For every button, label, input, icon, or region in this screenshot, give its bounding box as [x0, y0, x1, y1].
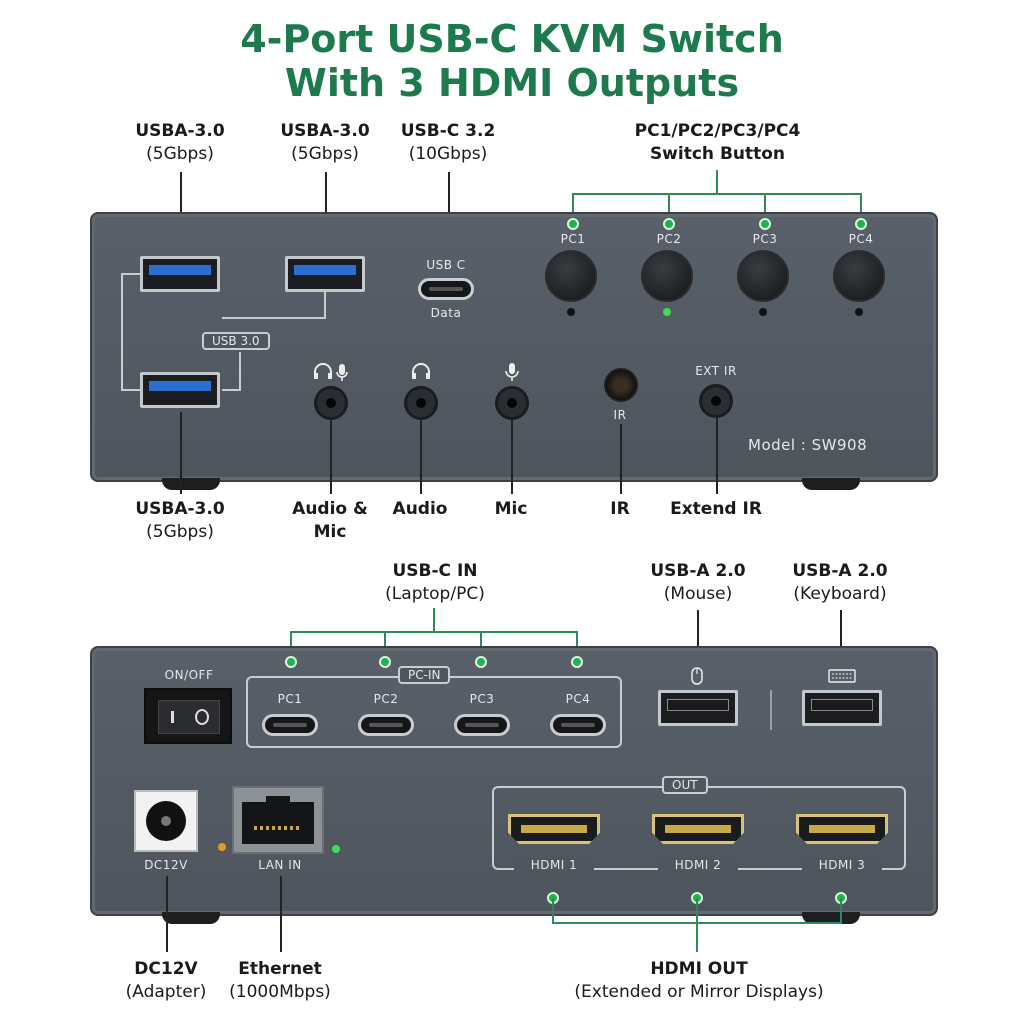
- headphones-icon: [412, 363, 430, 379]
- usbc-label: USB C: [426, 258, 466, 272]
- usb30-tag: USB 3.0: [202, 332, 270, 350]
- pc4-label: PC4: [848, 232, 874, 246]
- title-line1: 4-Port USB-C KVM Switch: [240, 17, 784, 61]
- label-audio-mic: Audio &Mic: [292, 499, 368, 542]
- lan-label: LAN IN: [258, 858, 302, 872]
- pc3-usbc-port[interactable]: [454, 714, 510, 736]
- pc4-button[interactable]: [833, 250, 885, 302]
- pc2-port-label: PC2: [373, 692, 399, 706]
- audio-jack[interactable]: [404, 386, 438, 420]
- lan-port[interactable]: [232, 786, 324, 854]
- label-extend-ir: Extend IR: [670, 499, 762, 519]
- usba-port-3[interactable]: [140, 372, 220, 408]
- keyboard-icon: [828, 669, 856, 683]
- keyboard-usb-port[interactable]: [802, 690, 882, 726]
- label-usba-2: USBA-3.0(5Gbps): [280, 121, 370, 164]
- pc1-label: PC1: [560, 232, 586, 246]
- mouse-usb-port[interactable]: [658, 690, 738, 726]
- pc2-label: PC2: [656, 232, 682, 246]
- pc4-usbc-port[interactable]: [550, 714, 606, 736]
- hdmi-3-label: HDMI 3: [802, 858, 882, 872]
- pc4-port-label: PC4: [565, 692, 591, 706]
- pc1-button[interactable]: [545, 250, 597, 302]
- label-ir: IR: [610, 499, 630, 519]
- label-ethernet: Ethernet(1000Mbps): [229, 959, 331, 1002]
- usb30-bracket: [121, 273, 140, 391]
- audio-mic-jack[interactable]: [314, 386, 348, 420]
- label-usba-3: USBA-3.0(5Gbps): [135, 499, 225, 542]
- label-usbc-in: USB-C IN(Laptop/PC): [385, 561, 485, 604]
- model-label: Model : SW908: [748, 436, 868, 454]
- headset-icon: [314, 363, 348, 381]
- on-off-label: ON/OFF: [164, 668, 214, 682]
- hdmi-1-port[interactable]: [508, 814, 600, 844]
- power-switch[interactable]: [144, 688, 232, 744]
- hdmi-3-port[interactable]: [796, 814, 888, 844]
- mic-icon: [505, 363, 519, 381]
- pc3-label: PC3: [752, 232, 778, 246]
- ir-sensor: [604, 368, 638, 402]
- hdmi-1-label: HDMI 1: [514, 858, 594, 872]
- hdmi-2-label: HDMI 2: [658, 858, 738, 872]
- pc-in-tag: PC-IN: [398, 666, 451, 684]
- pc2-usbc-port[interactable]: [358, 714, 414, 736]
- pc1-port-label: PC1: [277, 692, 303, 706]
- ext-ir-label: EXT IR: [695, 364, 737, 378]
- pc1-usbc-port[interactable]: [262, 714, 318, 736]
- label-mic: Mic: [494, 499, 528, 519]
- usbc-data-port[interactable]: [418, 278, 474, 300]
- pc3-port-label: PC3: [469, 692, 495, 706]
- label-keyboard: USB-A 2.0(Keyboard): [792, 561, 888, 604]
- pc2-button[interactable]: [641, 250, 693, 302]
- label-usbc: USB-C 3.2(10Gbps): [400, 121, 496, 164]
- ir-label: IR: [613, 408, 627, 422]
- ext-ir-jack[interactable]: [699, 384, 733, 418]
- label-mouse: USB-A 2.0(Mouse): [650, 561, 746, 604]
- label-hdmi-out: HDMI OUT(Extended or Mirror Displays): [574, 959, 824, 1002]
- title-line2: With 3 HDMI Outputs: [284, 61, 740, 105]
- mic-jack[interactable]: [495, 386, 529, 420]
- label-dc12v: DC12V(Adapter): [125, 959, 207, 1002]
- mouse-icon: [691, 667, 703, 685]
- label-usba-1: USBA-3.0(5Gbps): [135, 121, 225, 164]
- hdmi-2-port[interactable]: [652, 814, 744, 844]
- usb30-link: [222, 292, 326, 391]
- out-tag: OUT: [662, 776, 708, 794]
- data-label: Data: [430, 306, 462, 320]
- dc-jack[interactable]: [134, 790, 198, 852]
- pc3-button[interactable]: [737, 250, 789, 302]
- usba-port-2[interactable]: [285, 256, 365, 292]
- label-audio: Audio: [392, 499, 448, 519]
- usba-port-1[interactable]: [140, 256, 220, 292]
- dc-label: DC12V: [144, 858, 188, 872]
